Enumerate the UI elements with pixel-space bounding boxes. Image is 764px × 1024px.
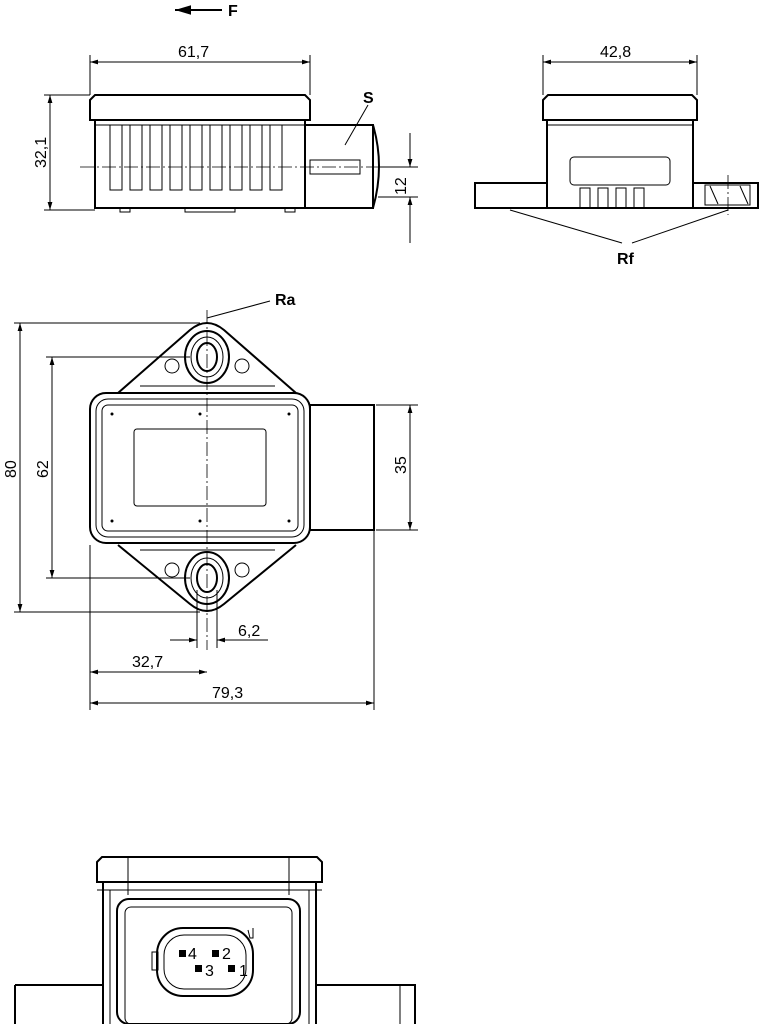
dim-side-width: 42,8 [600, 44, 631, 61]
side-view: 42,8 Rf [474, 44, 759, 268]
dim-connector-height: 12 [393, 177, 410, 195]
dim-hole-width: 6,2 [238, 623, 260, 640]
pin-2: 2 [222, 946, 231, 963]
pin-4: 4 [188, 946, 197, 963]
dim-center-offset: 32,7 [132, 654, 163, 671]
sensor-label: S [363, 90, 374, 107]
dim-height: 32,1 [33, 137, 50, 168]
connector-view: 4 2 3 1 [14, 856, 416, 1024]
force-indicator: F [175, 3, 238, 20]
front-view: 61,7 32,1 12 S [33, 44, 418, 243]
dim-hole-spacing: 62 [35, 460, 52, 478]
axis-label: Ra [275, 292, 296, 309]
dim-overall-width: 79,3 [212, 685, 243, 702]
top-view: Ra 80 62 35 6,2 32,7 79,3 [3, 292, 418, 710]
mount-face-label: Rf [617, 251, 635, 268]
force-label: F [228, 3, 238, 20]
dim-connector-width: 35 [393, 456, 410, 474]
pin-3: 3 [205, 963, 214, 980]
dim-top-width: 61,7 [178, 44, 209, 61]
pin-layout: 4 2 3 1 [179, 946, 248, 980]
pin-1: 1 [239, 963, 248, 980]
dim-overall-length: 80 [3, 460, 20, 478]
